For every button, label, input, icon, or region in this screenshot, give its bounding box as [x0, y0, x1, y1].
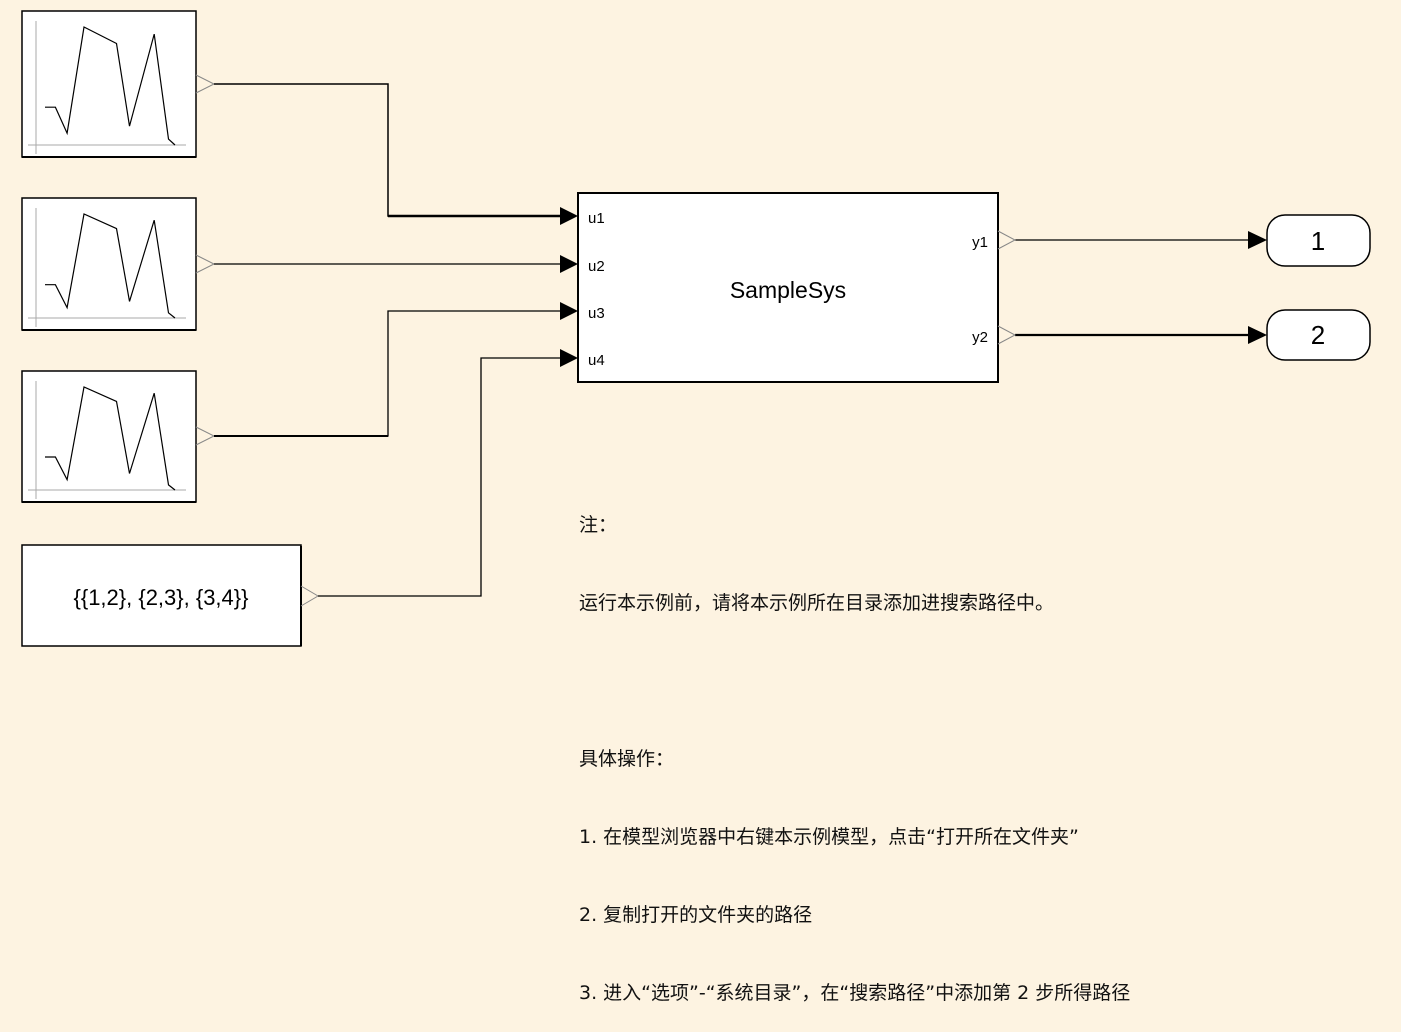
waveform-icon [45, 386, 176, 491]
annotation-note: 注： 运行本示例前，请将本示例所在目录添加进搜索路径中。 具体操作： 1. 在模… [579, 460, 1130, 1032]
waveform-icon [45, 213, 176, 319]
wire-src1-u1[interactable] [214, 83, 562, 217]
input-port-label-u1: u1 [588, 210, 605, 227]
outport-1-label: 1 [1311, 226, 1325, 256]
input-port-label-u4: u4 [588, 352, 605, 369]
outport-1[interactable]: 1 [1266, 214, 1371, 267]
outport-2[interactable]: 2 [1266, 309, 1371, 361]
note-line: 3. 进入“选项”-“系统目录”，在“搜索路径”中添加第 2 步所得路径 [579, 982, 1131, 1004]
note-line: 具体操作： [579, 748, 675, 770]
output-port-y2-icon[interactable] [997, 325, 1017, 345]
model-canvas[interactable]: {{1,2}, {2,3}, {3,4}} SampleSys u1 u2 u3… [0, 0, 1401, 682]
input-arrowheads [560, 207, 1267, 367]
subsystem-name: SampleSys [730, 277, 846, 303]
output-port-y1-icon[interactable] [997, 230, 1017, 250]
arrowhead-out2-icon [1248, 326, 1267, 344]
note-line: 2. 复制打开的文件夹的路径 [579, 904, 813, 926]
output-port-icon[interactable] [195, 74, 216, 94]
arrowhead-u4-icon [560, 349, 578, 367]
note-line: 1. 在模型浏览器中右键本示例模型，点击“打开所在文件夹” [579, 826, 1079, 848]
block-frame [21, 370, 197, 503]
block-frame [21, 197, 197, 331]
wire-src3-u3[interactable] [214, 310, 562, 437]
output-port-icon[interactable] [195, 426, 216, 446]
arrowhead-u3-icon [560, 302, 578, 320]
wire-const-u4[interactable] [318, 357, 562, 597]
signal-generator-block[interactable] [21, 10, 216, 158]
note-line: 运行本示例前，请将本示例所在目录添加进搜索路径中。 [579, 592, 1055, 614]
signal-generator-block[interactable] [21, 197, 216, 331]
constant-block[interactable]: {{1,2}, {2,3}, {3,4}} [21, 544, 319, 647]
waveform-icon [45, 26, 176, 146]
input-port-label-u2: u2 [588, 258, 605, 275]
arrowhead-out1-icon [1248, 231, 1267, 249]
block-frame [21, 10, 197, 158]
arrowhead-u2-icon [560, 255, 578, 273]
note-line [579, 668, 1130, 694]
output-port-icon[interactable] [195, 254, 216, 274]
output-port-label-y1: y1 [972, 234, 988, 251]
constant-value-label: {{1,2}, {2,3}, {3,4}} [74, 585, 249, 610]
input-port-label-u3: u3 [588, 305, 605, 322]
output-port-icon[interactable] [300, 585, 319, 607]
signal-generator-block[interactable] [21, 370, 216, 503]
subsystem-block[interactable]: SampleSys u1 u2 u3 u4 y1 y2 [577, 192, 1017, 383]
arrowhead-u1-icon [560, 207, 578, 225]
output-port-label-y2: y2 [972, 329, 988, 346]
note-line: 注： [579, 514, 618, 536]
outport-2-label: 2 [1311, 320, 1325, 350]
wires [214, 83, 1250, 597]
